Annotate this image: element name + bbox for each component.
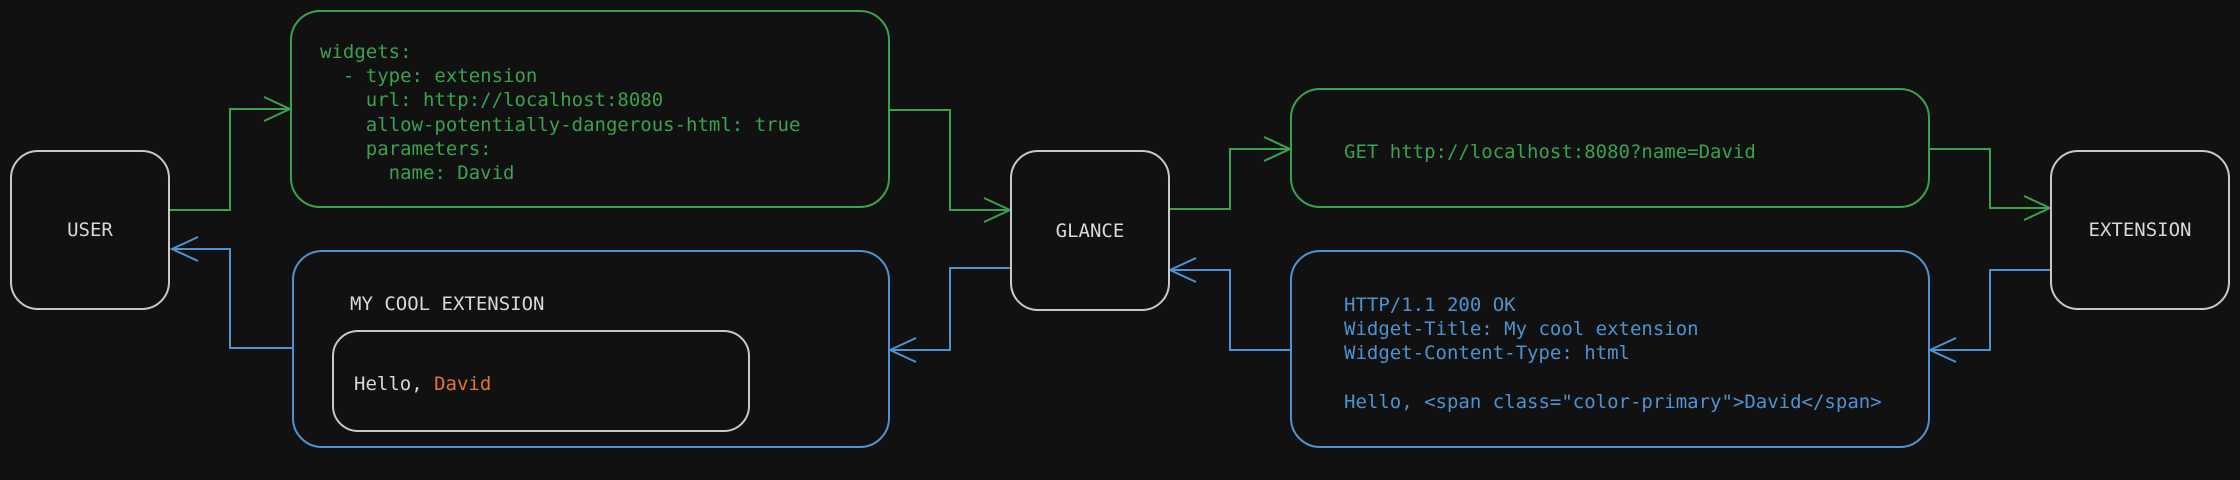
arrow-widget-to-user [169, 236, 292, 349]
config-yaml-box: widgets: - type: extension url: http://l… [290, 10, 890, 208]
arrow-response-to-glance [1167, 257, 1290, 351]
widget-greeting: Hello, David [354, 372, 491, 396]
http-response-box: HTTP/1.1 200 OK Widget-Title: My cool ex… [1290, 250, 1930, 448]
arrowhead-left-icon [1167, 257, 1197, 283]
arrow-glance-to-request [1170, 136, 1293, 210]
node-user-label: USER [67, 219, 113, 241]
http-request-box: GET http://localhost:8080?name=David [1290, 88, 1930, 208]
node-extension-label: EXTENSION [2088, 219, 2192, 241]
arrow-user-to-config [170, 96, 293, 211]
arrow-request-to-extension [1930, 148, 2053, 221]
http-response-code: HTTP/1.1 200 OK Widget-Title: My cool ex… [1344, 294, 1882, 413]
arrowhead-left-icon [1927, 337, 1957, 363]
widget-content-box: Hello, David [332, 330, 750, 432]
greeting-name: David [434, 373, 492, 395]
http-request-code: GET http://localhost:8080?name=David [1344, 141, 1756, 163]
node-glance-label: GLANCE [1055, 219, 1125, 242]
arrow-glance-to-widget [887, 267, 1010, 363]
node-user: USER [10, 150, 170, 310]
node-glance: GLANCE [1010, 150, 1170, 311]
arrow-config-to-glance [890, 109, 1013, 223]
rendered-widget-box: MY COOL EXTENSION Hello, David [292, 250, 890, 448]
arrow-extension-to-response [1927, 269, 2050, 363]
widget-title: MY COOL EXTENSION [350, 293, 545, 315]
config-yaml-code: widgets: - type: extension url: http://l… [320, 41, 801, 185]
greeting-prefix: Hello, [354, 373, 435, 395]
arrowhead-left-icon [887, 337, 917, 363]
arrowhead-left-icon [169, 236, 199, 262]
node-extension: EXTENSION [2050, 150, 2230, 310]
